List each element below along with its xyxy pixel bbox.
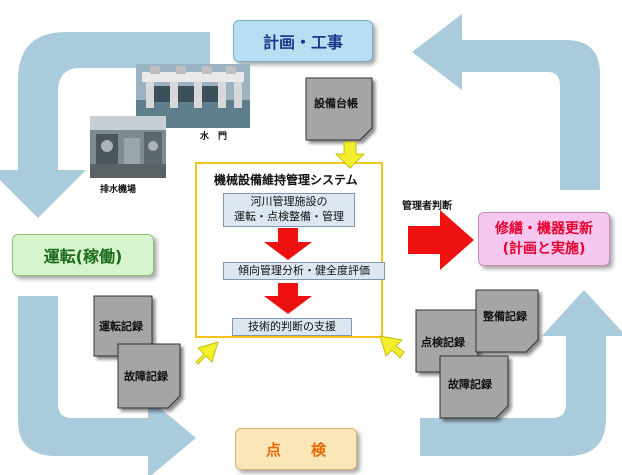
operation-record-label: 運転記録 xyxy=(99,320,143,333)
inspection-label: 点 検 xyxy=(265,440,326,459)
repair-renewal-box: 修繕・機器更新 (計画と実施) xyxy=(478,212,610,266)
cycle-arrow-bottom-right xyxy=(420,290,622,456)
failure-record-left-label: 故障記録 xyxy=(124,370,168,383)
operation-box: 運転(稼働) xyxy=(12,234,154,276)
failure-record-right-doc xyxy=(439,355,509,419)
maintenance-record-doc xyxy=(475,289,539,353)
operation-label: 運転(稼働) xyxy=(43,247,123,266)
drainage-pump-photo xyxy=(90,116,166,178)
equipment-ledger-doc xyxy=(305,77,373,141)
maintenance-record-label: 整備記録 xyxy=(483,310,527,323)
manager-judgment-label: 管理者判断 xyxy=(402,201,452,212)
system-step-operation-management: 河川管理施設の 運転・点検整備・管理 xyxy=(223,193,355,227)
repair-renewal-sublabel: (計画と実施) xyxy=(502,241,586,257)
failure-record-right-label: 故障記録 xyxy=(448,378,492,391)
system-step-technical-support: 技術的判断の支援 xyxy=(232,318,352,336)
system-step-trend-analysis-label: 傾向管理分析・健全度評価 xyxy=(238,264,370,277)
red-down-arrow-2 xyxy=(264,283,312,314)
repair-renewal-label: 修繕・機器更新 xyxy=(495,221,593,237)
failure-record-left-doc xyxy=(117,343,181,409)
floodgate-caption: 水 門 xyxy=(200,132,228,142)
maintenance-system-title: 機械設備維持管理システム xyxy=(214,173,358,187)
system-step-technical-support-label: 技術的判断の支援 xyxy=(248,320,336,333)
red-arrow-to-repair xyxy=(408,210,474,270)
yellow-arrow-from-right-records xyxy=(379,335,405,359)
drainage-pump-caption: 排水機場 xyxy=(100,185,137,195)
planning-construction-label: 計画・工事 xyxy=(262,33,343,52)
inspection-record-label: 点検記録 xyxy=(421,336,465,349)
cycle-arrow-top-left xyxy=(0,32,210,218)
inspection-box: 点 検 xyxy=(235,428,357,470)
system-step-trend-analysis: 傾向管理分析・健全度評価 xyxy=(223,262,385,280)
system-step-operation-management-line1: 河川管理施設の xyxy=(250,195,328,208)
yellow-arrow-from-ledger xyxy=(335,141,365,169)
system-step-operation-management-line2: 運転・点検整備・管理 xyxy=(234,210,344,223)
equipment-ledger-label: 設備台帳 xyxy=(314,97,358,110)
red-down-arrow-1 xyxy=(264,228,312,260)
cycle-arrow-bottom-left xyxy=(18,296,196,475)
planning-construction-box: 計画・工事 xyxy=(233,20,373,62)
floodgate-photo xyxy=(136,64,250,128)
yellow-arrow-from-left-records xyxy=(195,341,219,365)
cycle-arrow-top-right xyxy=(412,14,600,190)
